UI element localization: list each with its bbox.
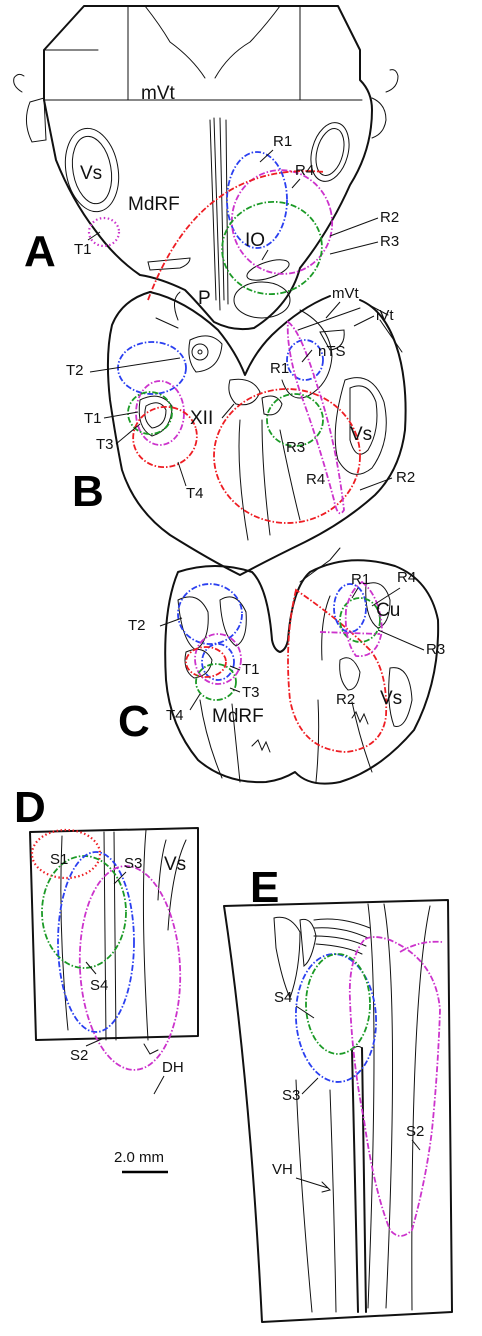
panel-label-d: D	[14, 783, 46, 832]
panel-label-e: E	[250, 863, 279, 912]
label-c-mdrf: MdRF	[212, 706, 264, 727]
label-a-t1: T1	[74, 241, 92, 258]
label-c-vs: Vs	[380, 688, 402, 709]
label-b-ivt: iVt	[376, 307, 394, 324]
label-a-mvt: mVt	[141, 83, 176, 104]
label-a-r3: R3	[380, 233, 399, 250]
label-b-r4: R4	[306, 471, 325, 488]
label-b-r2: R2	[396, 469, 415, 486]
label-b-nts: nTS	[318, 343, 346, 360]
section-c: R1 R4 Cu T2 R3 T1 T3 R2 Vs T4 MdRF C	[118, 560, 445, 783]
label-b-vs: Vs	[350, 424, 372, 445]
label-a-r1: R1	[273, 133, 292, 150]
label-d-s3: S3	[124, 855, 142, 872]
label-b-t2: T2	[66, 362, 84, 379]
label-c-r2: R2	[336, 691, 355, 708]
section-a: mVt Vs MdRF R1 R4 R2 R3 IO T1 P A	[14, 6, 400, 329]
label-e-s4: S4	[274, 989, 292, 1006]
label-e-s3: S3	[282, 1087, 300, 1104]
scale-bar-label: 2.0 mm	[114, 1149, 164, 1166]
label-b-t3: T3	[96, 436, 114, 453]
label-c-cu: Cu	[376, 600, 400, 621]
panel-label-c: C	[118, 697, 150, 746]
label-a-r2: R2	[380, 209, 399, 226]
label-c-t1: T1	[242, 661, 260, 678]
section-d: S1 S3 Vs S4 S2 DH D	[14, 783, 198, 1094]
label-a-vs: Vs	[80, 163, 102, 184]
label-b-t4: T4	[186, 485, 204, 502]
label-c-t4: T4	[166, 707, 184, 724]
panel-label-a: A	[24, 227, 56, 276]
label-e-vh: VH	[272, 1161, 293, 1178]
scale-bar: 2.0 mm	[114, 1149, 168, 1172]
label-b-xii: XII	[190, 408, 213, 429]
label-b-t1: T1	[84, 410, 102, 427]
label-a-r4: R4	[295, 162, 314, 179]
label-c-r4: R4	[397, 569, 416, 586]
label-a-mdrf: MdRF	[128, 194, 180, 215]
panel-label-b: B	[72, 467, 104, 516]
label-c-t2: T2	[128, 617, 146, 634]
label-e-s2: S2	[406, 1123, 424, 1140]
label-d-s4: S4	[90, 977, 108, 994]
section-e: S4 S3 S2 VH E	[224, 863, 452, 1322]
label-d-dh: DH	[162, 1059, 184, 1076]
label-d-s2: S2	[70, 1047, 88, 1064]
label-a-io: IO	[245, 230, 265, 251]
label-d-s1: S1	[50, 851, 68, 868]
label-d-vs: Vs	[164, 854, 186, 875]
label-c-r1: R1	[351, 571, 370, 588]
label-c-t3: T3	[242, 684, 260, 701]
label-c-r3: R3	[426, 641, 445, 658]
label-a-p: P	[198, 288, 211, 309]
label-b-mvt: mVt	[332, 285, 360, 302]
label-b-r1: R1	[270, 360, 289, 377]
label-b-r3: R3	[286, 439, 305, 456]
